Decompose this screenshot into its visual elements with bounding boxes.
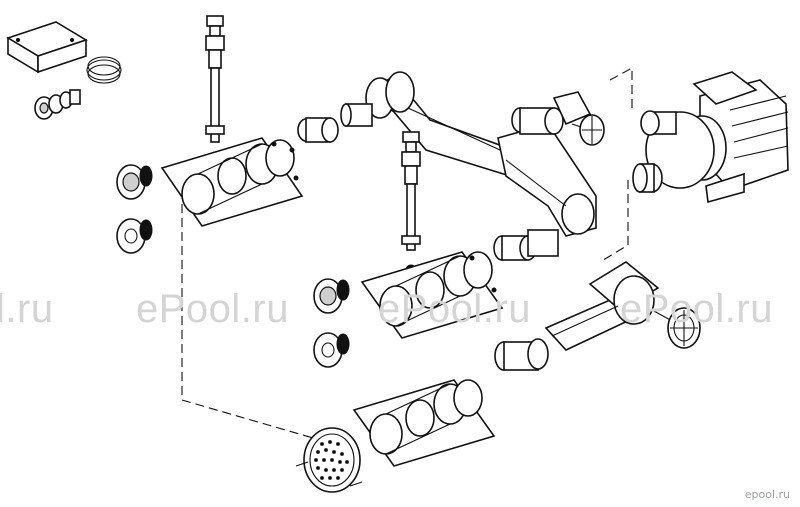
control-box — [6, 21, 88, 74]
pipe-suction-lower — [544, 261, 660, 351]
air-injector-middle — [401, 131, 421, 276]
watermark-text-3: ePool.ru — [378, 287, 531, 331]
valve-wheel-upper — [571, 114, 605, 146]
jet-body-upper — [160, 137, 304, 227]
jet-nozzle-middle-a — [313, 278, 350, 314]
union-fitting-right-top — [511, 91, 592, 135]
pump-motor — [677, 71, 789, 191]
union-fitting-middle — [493, 229, 559, 261]
air-injector-top-left — [205, 15, 225, 163]
jet-nozzle-upper-b — [116, 218, 153, 254]
valve-wheel-lower — [651, 307, 701, 349]
jet-nozzle-middle-b — [313, 332, 350, 368]
pump-housing — [632, 110, 745, 204]
union-fitting-lower — [494, 338, 549, 371]
suction-body-lower — [352, 379, 496, 467]
suction-grate — [295, 427, 363, 493]
air-button — [34, 89, 81, 120]
dashed-guide-lines — [181, 67, 633, 441]
watermark-text-4: ePool.ru — [620, 287, 773, 331]
pipe-bend-right — [497, 123, 597, 237]
union-fitting-upper-left — [297, 117, 339, 143]
jet-body-middle — [360, 251, 504, 339]
watermark-text-1: l.ru — [0, 287, 54, 331]
pipe-elbow-upper — [340, 71, 511, 178]
jet-nozzle-upper-a — [116, 164, 153, 200]
corner-logo: epool.ru — [744, 488, 790, 501]
air-hose-coil — [86, 56, 122, 84]
watermark-text-2: ePool.ru — [136, 287, 289, 331]
